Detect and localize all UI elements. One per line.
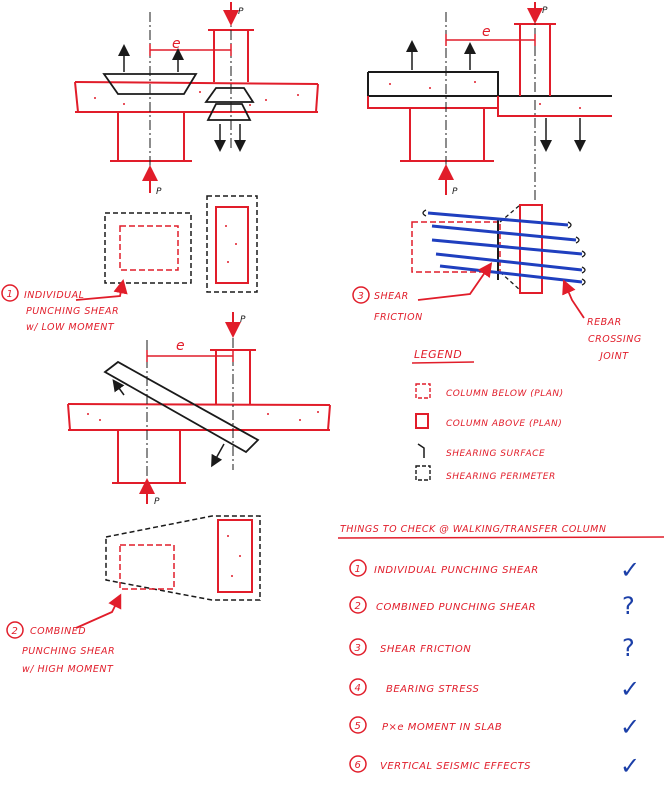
checklist-underline xyxy=(337,536,665,539)
diagram2-p-top-label: P xyxy=(240,315,246,325)
diagram2-plan xyxy=(75,515,261,629)
diagram2-number: 2 xyxy=(12,626,19,637)
diagram3-elevation xyxy=(367,2,612,200)
check-mark-icon: ✓ xyxy=(620,675,640,703)
question-mark-icon: ? xyxy=(622,592,635,620)
diagram1-elevation xyxy=(74,2,319,193)
diagram3-e-label: e xyxy=(482,24,491,40)
diagram2-elevation xyxy=(67,312,331,504)
checklist-item-number: 3 xyxy=(355,643,362,654)
solid-square-icon xyxy=(415,413,429,429)
diagram2-e-label: e xyxy=(176,338,185,354)
legend-item-1-label: COLUMN BELOW (PLAN) xyxy=(446,389,564,399)
checklist-item-number: 4 xyxy=(355,683,362,694)
checklist-item-number: 6 xyxy=(355,760,362,771)
legend-underline xyxy=(411,361,475,364)
checklist-item-label: SHEAR FRICTION xyxy=(380,644,471,655)
checklist-title: THINGS TO CHECK @ WALKING/TRANSFER COLUM… xyxy=(340,524,606,535)
checklist-item: 6 VERTICAL SEISMIC EFFECTS ✓ xyxy=(349,752,640,780)
diagram3-number-circle xyxy=(352,286,370,304)
diagram1-caption: 1 INDIVIDUAL PUNCHING SHEAR w/ LOW MOMEN… xyxy=(1,284,119,333)
question-mark-icon: ? xyxy=(622,634,635,662)
checklist-item-label: COMBINED PUNCHING SHEAR xyxy=(376,602,536,613)
legend-item-2-label: COLUMN ABOVE (PLAN) xyxy=(446,419,562,429)
diagram1-caption-line3: w/ LOW MOMENT xyxy=(26,322,115,333)
rebar-caption-line3: JOINT xyxy=(598,351,629,362)
check-mark-icon: ✓ xyxy=(620,713,640,741)
diagram1-e-label: e xyxy=(172,36,181,52)
diagram2-caption-line1: COMBINED xyxy=(30,626,86,637)
shear-perimeter-icon xyxy=(415,465,431,481)
checklist: THINGS TO CHECK @ WALKING/TRANSFER COLUM… xyxy=(337,524,665,780)
diagram2-caption-line2: PUNCHING SHEAR xyxy=(22,646,115,657)
checklist-item: 3 SHEAR FRICTION ? xyxy=(349,634,635,662)
checklist-item: 1 INDIVIDUAL PUNCHING SHEAR ✓ xyxy=(349,556,640,584)
checklist-item-number: 5 xyxy=(355,721,362,732)
shearing-surface-icon xyxy=(417,443,425,458)
diagram3-p-bottom-label: P xyxy=(452,187,458,197)
rebar-caption-line1: REBAR xyxy=(587,317,622,328)
diagram3-caption: 3 SHEAR FRICTION REBAR CROSSING JOINT xyxy=(352,286,642,362)
diagram2-caption-line3: w/ HIGH MOMENT xyxy=(22,664,114,675)
diagram1-p-bottom-label: P xyxy=(156,187,162,197)
legend-item-3-label: SHEARING SURFACE xyxy=(446,449,545,459)
checklist-item-label: INDIVIDUAL PUNCHING SHEAR xyxy=(374,565,539,576)
diagram2-p-bottom-label: P xyxy=(154,497,160,507)
diagram3-caption-line1: SHEAR xyxy=(374,291,409,302)
rebar-bars xyxy=(427,211,583,284)
checklist-item-number: 2 xyxy=(355,601,362,612)
diagram2-number-circle xyxy=(6,621,24,639)
diagram3-p-top-label: P xyxy=(542,6,548,16)
diagram1-p-top-label: P xyxy=(238,7,244,17)
dashed-square-icon xyxy=(415,383,431,399)
diagram1-plan xyxy=(75,195,258,301)
rebar-caption-line2: CROSSING xyxy=(588,334,642,345)
legend-item-4-label: SHEARING PERIMETER xyxy=(446,472,556,482)
checklist-item-label: VERTICAL SEISMIC EFFECTS xyxy=(380,761,531,772)
diagram2-caption: 2 COMBINED PUNCHING SHEAR w/ HIGH MOMENT xyxy=(6,621,115,675)
legend-title: LEGEND xyxy=(414,348,462,361)
diagram1-caption-line2: PUNCHING SHEAR xyxy=(26,306,119,317)
diagram1-caption-line1: INDIVIDUAL xyxy=(24,290,84,301)
diagram3-number: 3 xyxy=(358,291,365,302)
diagram3-plan xyxy=(411,204,586,319)
diagram1-number-circle xyxy=(1,284,19,302)
checklist-item-number: 1 xyxy=(355,564,362,575)
checklist-item: 5 P×e MOMENT IN SLAB ✓ xyxy=(349,713,640,741)
checklist-item: 4 BEARING STRESS ✓ xyxy=(349,675,640,703)
checklist-item-label: BEARING STRESS xyxy=(386,684,480,695)
checklist-item-label: P×e MOMENT IN SLAB xyxy=(382,722,502,733)
diagram3-caption-line2: FRICTION xyxy=(374,312,423,323)
check-mark-icon: ✓ xyxy=(620,752,640,780)
diagram1-number: 1 xyxy=(7,289,14,300)
checklist-item: 2 COMBINED PUNCHING SHEAR ? xyxy=(349,592,635,620)
check-mark-icon: ✓ xyxy=(620,556,640,584)
legend: LEGEND COLUMN BELOW (PLAN) COLUMN ABOVE … xyxy=(411,348,564,482)
